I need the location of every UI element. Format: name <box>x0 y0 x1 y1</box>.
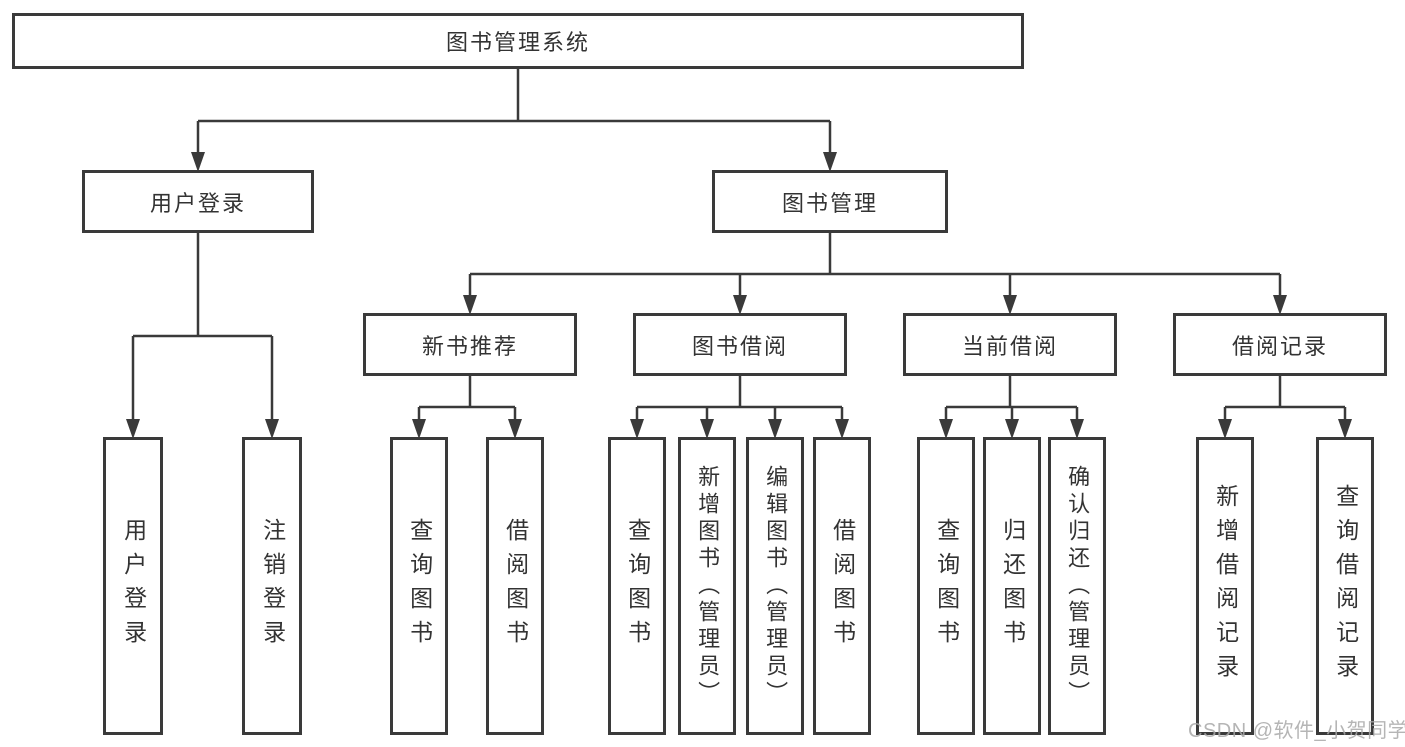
leaf-label: 借阅图书 <box>829 518 856 654</box>
node-label: 当前借阅 <box>961 333 1058 359</box>
node-library-management-system: 图书管理系统 <box>12 13 1024 69</box>
arrowheads <box>126 152 1352 439</box>
node-borrowing-records: 借阅记录 <box>1173 313 1387 376</box>
node-new-book-recommendation: 新书推荐 <box>363 313 577 376</box>
node-label: 图书管理 <box>781 190 878 216</box>
node-book-management-branch: 图书管理 <box>712 170 948 233</box>
leaf-label: 归还图书 <box>999 518 1026 654</box>
node-label: 图书借阅 <box>691 333 788 359</box>
leaf-label: 编辑图书（管理员） <box>763 464 789 708</box>
leaf-label: 借阅图书 <box>502 518 529 654</box>
leaf-label: 确认归还（管理员） <box>1065 464 1091 708</box>
csdn-watermark: CSDN @软件_小贺同学 <box>1188 720 1405 742</box>
connector-lines <box>131 69 1347 430</box>
leaf-user-login: 用户登录 <box>103 437 163 735</box>
leaf-bb-borrow-books: 借阅图书 <box>813 437 871 735</box>
leaf-label: 查询借阅记录 <box>1332 484 1359 688</box>
leaf-nbr-query-books: 查询图书 <box>390 437 448 735</box>
leaf-logout: 注销登录 <box>242 437 302 735</box>
leaf-bb-add-books-admin: 新增图书（管理员） <box>678 437 736 735</box>
node-label: 新书推荐 <box>421 333 518 359</box>
leaf-label: 查询图书 <box>406 518 433 654</box>
node-label: 用户登录 <box>149 190 246 216</box>
leaf-bb-query-books: 查询图书 <box>608 437 666 735</box>
leaf-label: 用户登录 <box>120 518 147 654</box>
leaf-cb-query-books: 查询图书 <box>917 437 975 735</box>
node-label: 借阅记录 <box>1231 333 1328 359</box>
leaf-bb-edit-books-admin: 编辑图书（管理员） <box>746 437 804 735</box>
leaf-label: 注销登录 <box>259 518 286 654</box>
leaf-label: 查询图书 <box>933 518 960 654</box>
node-user-login-branch: 用户登录 <box>82 170 314 233</box>
node-current-borrowing: 当前借阅 <box>903 313 1117 376</box>
leaf-br-add-record: 新增借阅记录 <box>1196 437 1254 735</box>
node-book-borrowing: 图书借阅 <box>633 313 847 376</box>
leaf-label: 查询图书 <box>624 518 651 654</box>
leaf-cb-confirm-return-admin: 确认归还（管理员） <box>1048 437 1106 735</box>
leaf-nbr-borrow-books: 借阅图书 <box>486 437 544 735</box>
node-label: 图书管理系统 <box>445 30 590 55</box>
leaf-label: 新增借阅记录 <box>1212 484 1239 688</box>
leaf-br-query-record: 查询借阅记录 <box>1316 437 1374 735</box>
leaf-cb-return-books: 归还图书 <box>983 437 1041 735</box>
leaf-label: 新增图书（管理员） <box>695 464 721 708</box>
